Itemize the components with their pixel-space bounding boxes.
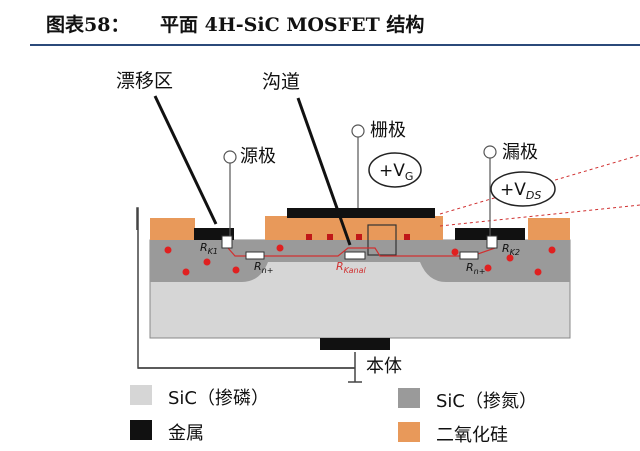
gate-label: 栅极 xyxy=(370,120,406,141)
legend-label-metal: 金属 xyxy=(168,423,204,444)
carrier xyxy=(203,258,211,266)
vds-main: +V xyxy=(500,180,526,200)
channel-well xyxy=(242,262,446,282)
oxide-right-outer xyxy=(528,218,570,240)
carrier xyxy=(164,246,172,254)
resistor-rn1 xyxy=(245,251,265,260)
vds-text: +VDS xyxy=(500,180,541,202)
gate-terminal xyxy=(351,124,365,138)
carrier xyxy=(484,264,492,272)
channel-box xyxy=(367,224,397,256)
carriers xyxy=(164,244,556,276)
body-label: 本体 xyxy=(366,356,402,377)
resistor-rk1 xyxy=(221,235,233,249)
legend-swatch-sic-n xyxy=(398,388,420,408)
carrier xyxy=(534,268,542,276)
legend-label-sic-p: SiC（掺磷） xyxy=(168,388,269,409)
legend-swatch-metal xyxy=(130,420,152,440)
legend-swatch-sic-p xyxy=(130,385,152,405)
oxide-left-outer xyxy=(150,218,195,240)
legend-label-oxide: 二氧化硅 xyxy=(436,425,508,446)
legend-swatch-oxide xyxy=(398,422,420,442)
resistor-rk2 xyxy=(486,235,498,249)
body-metal xyxy=(320,338,390,350)
gate-metal xyxy=(287,208,435,218)
resistor-rn2 xyxy=(459,251,479,260)
drain-label: 漏极 xyxy=(502,142,538,163)
carrier xyxy=(276,244,284,252)
gate-charges xyxy=(306,234,410,240)
source-terminal xyxy=(223,150,237,164)
carrier xyxy=(182,268,190,276)
vg-text: +VG xyxy=(379,161,413,183)
vg-ellipse xyxy=(368,152,422,188)
carrier xyxy=(232,266,240,274)
legend-label-sic-n: SiC（掺氮） xyxy=(436,391,537,412)
drift-pointer xyxy=(153,95,218,225)
gate-charge xyxy=(356,234,362,240)
drain-terminal xyxy=(483,145,497,159)
rk2-label: RK2 xyxy=(502,242,520,257)
gate-charge xyxy=(404,234,410,240)
rn1-label: Rn+ xyxy=(254,260,273,275)
channel-label: 沟道 xyxy=(262,71,300,93)
carrier xyxy=(506,254,514,262)
vg-sub: G xyxy=(405,170,414,183)
source-label: 源极 xyxy=(240,146,276,167)
vds-ellipse xyxy=(490,171,556,207)
vds-sub: DS xyxy=(526,189,541,202)
resistor-rkanal xyxy=(344,251,366,260)
figure-number: 图表58： xyxy=(46,14,130,36)
figure-header: 图表58： 平面 4H-SiC MOSFET 结构 xyxy=(0,0,640,48)
carrier xyxy=(451,248,459,256)
figure-title: 平面 4H-SiC MOSFET 结构 xyxy=(160,14,425,36)
rk1-label: RK1 xyxy=(200,241,218,256)
rkanal-label: RKanal xyxy=(336,260,366,275)
channel-pointer xyxy=(296,97,352,246)
gate-charge xyxy=(327,234,333,240)
gate-charge xyxy=(306,234,312,240)
drift-region-label: 漂移区 xyxy=(116,70,173,92)
carrier xyxy=(548,246,556,254)
vg-main: +V xyxy=(379,161,405,181)
header-divider xyxy=(30,44,640,46)
rn2-label: Rn+ xyxy=(466,261,485,276)
